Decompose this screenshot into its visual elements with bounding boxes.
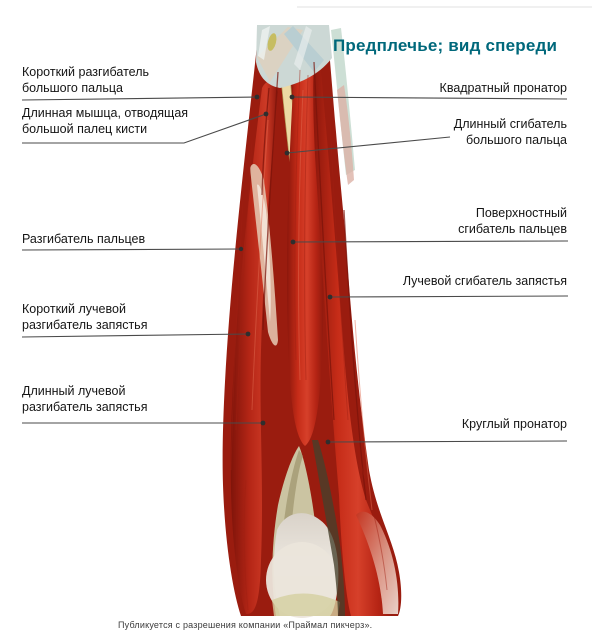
label-extensor-digitorum: Разгибатель пальцев	[22, 232, 146, 246]
label-flexor-carpi-radialis: Лучевой сгибатель запястья	[402, 274, 567, 288]
leader-flexor-pollicis-longus	[286, 136, 451, 154]
label-pronator-quadratus: Квадратный пронатор	[439, 81, 567, 95]
dark-groove	[312, 440, 345, 616]
page-title: Предплечье; вид спереди	[333, 36, 558, 55]
fascia-white-streak-1	[258, 26, 270, 60]
leader-pronator-quadratus	[291, 96, 568, 100]
label-extensor-carpi-radialis-brevis: Короткий лучевой разгибатель запястья	[22, 302, 148, 332]
muscle-highlights	[251, 89, 373, 511]
muscle-grooves	[261, 61, 367, 501]
label-flexor-digitorum-superficialis: Поверхностный сгибатель пальцев	[458, 206, 567, 236]
copyright-caption: Публикуется с разрешения компании «Прайм…	[118, 620, 373, 630]
leader-extensor-pollicis-brevis	[21, 96, 258, 101]
label-extensor-carpi-radialis-longus: Длинный лучевой разгибатель запястья	[22, 384, 148, 414]
central-muscle	[286, 49, 324, 446]
fascia-yellow-tendon	[267, 33, 277, 51]
bone-yellow-tinge	[272, 593, 340, 616]
leader-flexor-digitorum-superficialis	[292, 240, 569, 243]
pink-tendon-streak	[337, 85, 354, 185]
leader-flexor-carpi-radialis	[329, 295, 569, 298]
muscle-fibers	[230, 69, 388, 611]
tendon-highlight-core	[257, 184, 271, 322]
label-abductor-pollicis-longus: Длинная мышца, отводящая большой палец к…	[22, 106, 189, 136]
label-extensor-pollicis-brevis: Короткий разгибатель большого пальца	[22, 65, 150, 95]
pink-fade	[356, 511, 399, 614]
fascia-white-streak-2	[294, 26, 312, 70]
label-flexor-pollicis-longus: Длинный сгибатель большого пальца	[453, 117, 567, 147]
leader-extensor-carpi-radialis-brevis	[21, 333, 249, 338]
leader-dots	[238, 94, 333, 445]
leader-extensor-digitorum	[21, 248, 242, 251]
leader-abductor-pollicis-longus	[22, 113, 267, 144]
leader-pronator-teres	[327, 440, 568, 443]
label-pronator-teres: Круглый пронатор	[461, 417, 567, 431]
